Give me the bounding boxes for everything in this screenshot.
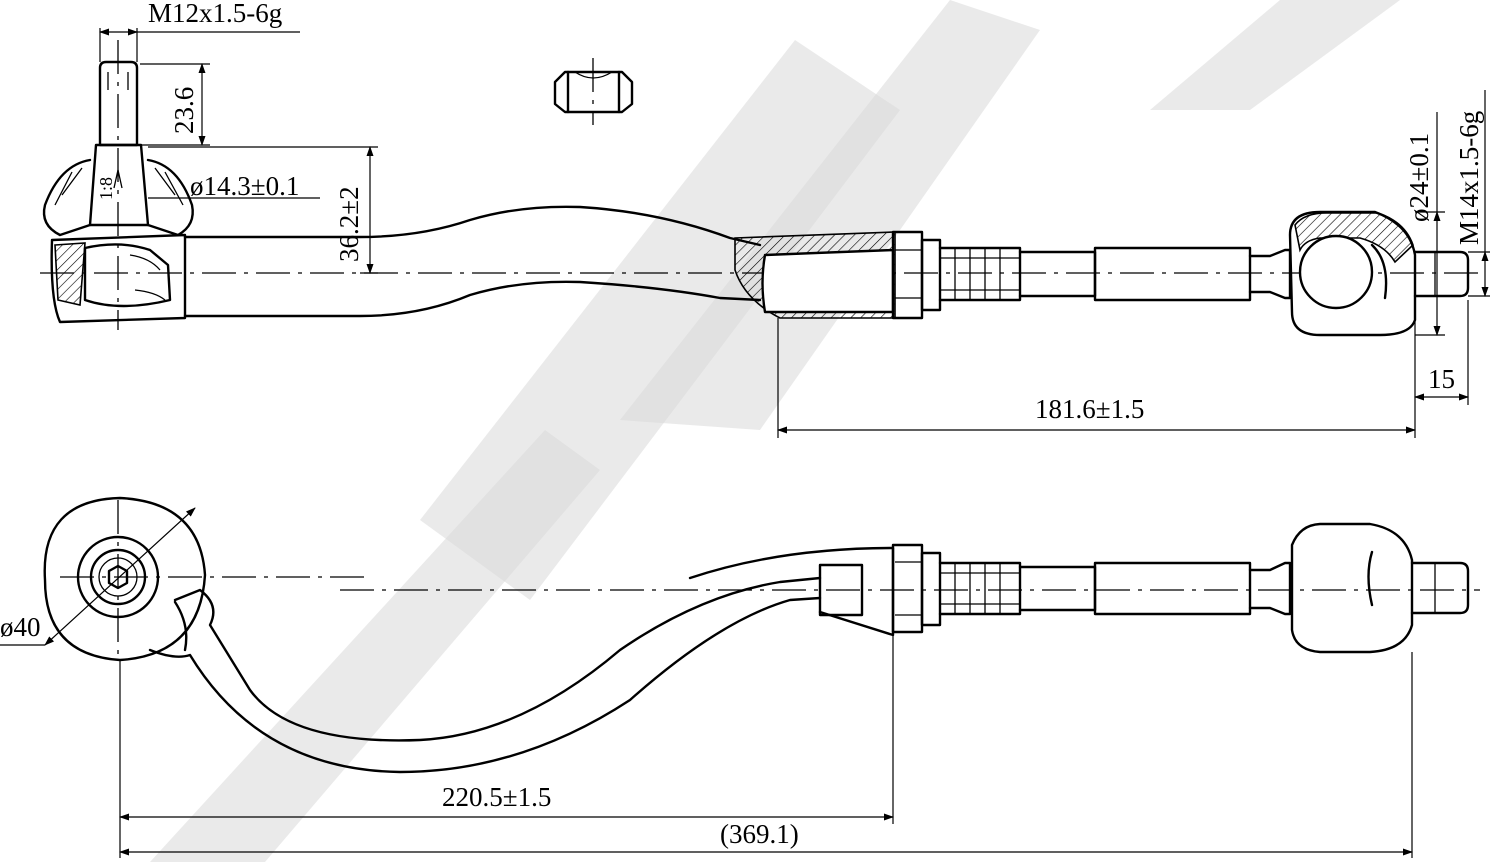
overall-length-label: (369.1) — [720, 819, 799, 849]
top-thread-label: M12x1.5-6g — [148, 0, 282, 28]
end-length-label: 15 — [1428, 364, 1455, 394]
end-thread-label: M14x1.5-6g — [1454, 111, 1484, 245]
eye-diameter-label: ø40 — [0, 612, 41, 642]
joint-diameter-label: ø24±0.1 — [1404, 133, 1434, 222]
top-height-label: 23.6 — [169, 87, 199, 134]
stud-diameter-label: ø14.3±0.1 — [190, 171, 299, 201]
bottom-view — [43, 496, 1480, 774]
watermark — [150, 0, 1400, 862]
taper-ratio-label: 1:8 — [96, 177, 116, 200]
outer-length-label: 220.5±1.5 — [442, 782, 551, 812]
nut-detail — [553, 58, 634, 125]
stud-offset-label: 36.2±2 — [334, 186, 364, 262]
inner-length-label: 181.6±1.5 — [1035, 394, 1144, 424]
top-view — [40, 40, 1480, 337]
